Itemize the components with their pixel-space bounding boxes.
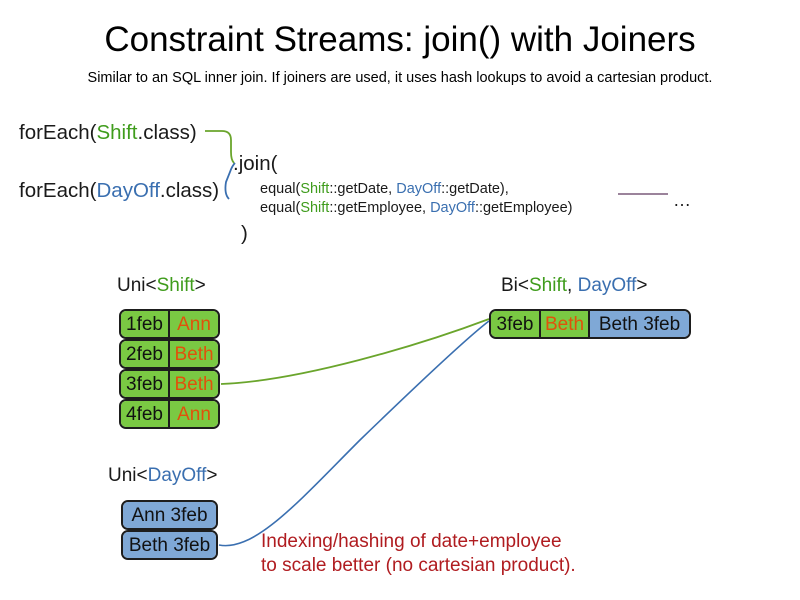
table-row: 4feb Ann: [119, 399, 220, 429]
code-joiner-1-type-a: Shift: [300, 181, 330, 197]
code-joiner-2-prefix: equal(: [260, 200, 301, 216]
code-foreach-shift-prefix: forEach(: [19, 121, 97, 144]
table-row: 2feb Beth: [119, 339, 220, 369]
code-joiner-1-mid: ::getDate,: [329, 181, 397, 197]
shift-date-cell: 2feb: [121, 341, 171, 367]
code-join-close: ): [241, 222, 248, 245]
shift-employee-cell: Beth: [170, 341, 218, 367]
bi-shift-date-cell: 3feb: [491, 311, 542, 337]
code-joiner-2-type-b: DayOff: [430, 200, 475, 216]
annotation-note: Indexing/hashing of date+employee to sca…: [261, 530, 576, 578]
code-joiner-1-type-b: DayOff: [396, 181, 442, 197]
label-bi-type-a: Shift: [529, 275, 568, 296]
code-joiner-equal-employee: equal(Shift::getEmployee, DayOff::getEmp…: [260, 199, 572, 217]
bi-shift-employee-cell: Beth: [541, 311, 591, 337]
code-joiner-2-suffix: ::getEmployee): [474, 200, 573, 216]
page-subtitle: Similar to an SQL inner join. If joiners…: [87, 70, 713, 86]
table-row: Beth 3feb: [121, 530, 218, 560]
code-join-open: .join(: [233, 152, 278, 175]
shift-date-cell: 4feb: [121, 401, 171, 427]
code-foreach-shift-suffix: .class): [137, 121, 197, 144]
dayoff-cell: Ann 3feb: [123, 502, 216, 528]
label-bi-shift-dayoff: Bi<Shift, DayOff>: [501, 274, 647, 298]
shift-employee-cell: Beth: [170, 371, 218, 397]
label-uni-shift-type: Shift: [156, 275, 195, 296]
label-uni-dayoff-prefix: Uni<: [108, 465, 148, 486]
annotation-line-1: Indexing/hashing of date+employee: [261, 531, 562, 552]
page-title: Constraint Streams: join() with Joiners: [104, 20, 696, 59]
code-joiner-equal-date: equal(Shift::getDate, DayOff::getDate),: [260, 180, 509, 198]
code-foreach-shift: forEach(Shift.class): [19, 121, 197, 145]
dayoff-cell: Beth 3feb: [123, 532, 216, 558]
table-row: 1feb Ann: [119, 309, 220, 339]
label-uni-dayoff-suffix: >: [206, 465, 218, 486]
bi-dayoff-cell: Beth 3feb: [590, 311, 689, 337]
shift-date-cell: 1feb: [121, 311, 171, 337]
code-ellipsis: …: [673, 190, 691, 210]
label-uni-shift: Uni<Shift>: [117, 274, 206, 298]
label-bi-suffix: >: [636, 275, 648, 296]
table-row: 3feb Beth: [119, 369, 220, 399]
table-row: 3feb Beth Beth 3feb: [489, 309, 691, 339]
label-uni-dayoff: Uni<DayOff>: [108, 464, 218, 488]
code-joiner-1-prefix: equal(: [260, 181, 301, 197]
code-foreach-dayoff-prefix: forEach(: [19, 179, 97, 202]
table-row: Ann 3feb: [121, 500, 218, 530]
code-foreach-dayoff-suffix: .class): [159, 179, 220, 202]
code-joiner-2-mid: ::getEmployee,: [329, 200, 431, 216]
label-uni-shift-prefix: Uni<: [117, 275, 157, 296]
code-foreach-dayoff-type: DayOff: [96, 179, 160, 202]
annotation-line-2: to scale better (no cartesian product).: [261, 555, 576, 576]
label-bi-prefix: Bi<: [501, 275, 529, 296]
shift-employee-cell: Ann: [170, 401, 218, 427]
shift-date-cell: 3feb: [121, 371, 171, 397]
label-bi-type-b: DayOff: [577, 275, 637, 296]
label-bi-mid: ,: [567, 275, 578, 296]
code-foreach-shift-type: Shift: [96, 121, 138, 144]
label-uni-dayoff-type: DayOff: [147, 465, 207, 486]
label-uni-shift-suffix: >: [194, 275, 206, 296]
shift-employee-cell: Ann: [170, 311, 218, 337]
code-joiner-1-suffix: ::getDate),: [441, 181, 509, 197]
code-foreach-dayoff: forEach(DayOff.class): [19, 179, 219, 203]
code-joiner-2-type-a: Shift: [300, 200, 330, 216]
